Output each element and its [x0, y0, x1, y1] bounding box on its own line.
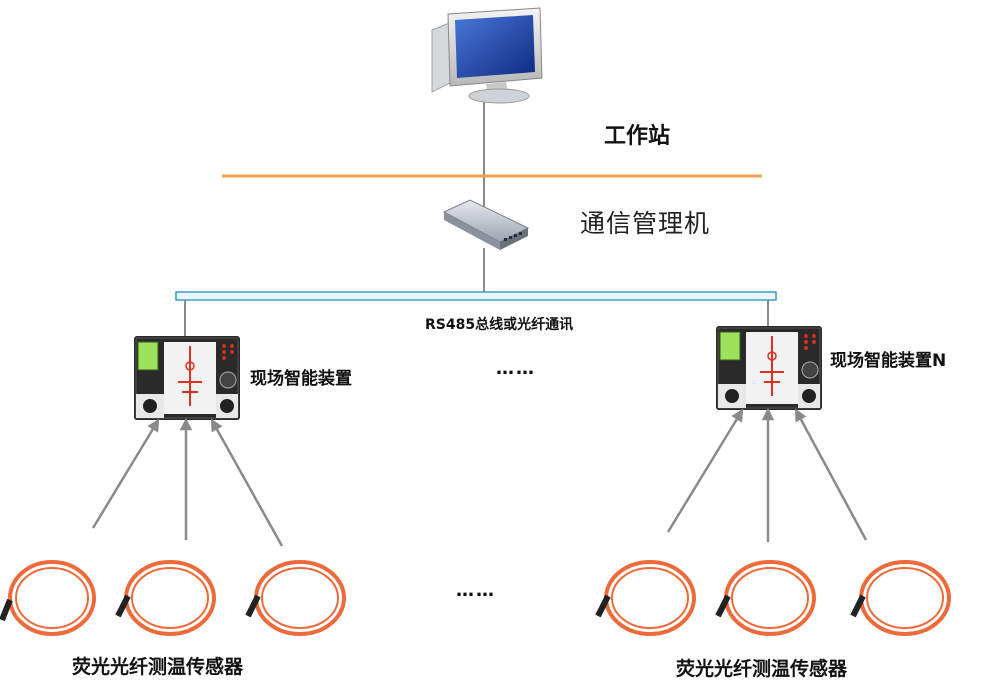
sensor-arrow	[795, 408, 868, 541]
fiber-optic-coil-icon	[850, 560, 951, 636]
fiber-optic-coil-icon	[715, 560, 816, 636]
fiber-optic-coil-icon	[0, 560, 96, 636]
workstation-label: 工作站	[604, 124, 671, 149]
sensors-left-label: 荧光光纤测温传感器	[72, 656, 244, 678]
sensor-arrow	[210, 418, 284, 547]
device-ellipsis: ……	[496, 358, 536, 379]
fiber-optic-coil-icon	[115, 560, 216, 636]
comm-manager-label: 通信管理机	[580, 209, 711, 238]
bus-label: RS485总线或光纤通讯	[425, 317, 574, 333]
communication-bus	[175, 291, 777, 301]
sensor-ellipsis: ……	[456, 580, 496, 601]
protection-relay-device-icon	[134, 336, 240, 420]
sensor-arrow	[666, 408, 744, 533]
desktop-computer-icon	[431, 7, 543, 104]
protection-relay-device-icon	[716, 326, 822, 410]
sensors-right-label: 荧光光纤测温传感器	[676, 658, 848, 680]
network-router-icon	[442, 199, 530, 250]
device-1-label: 现场智能装置	[250, 369, 352, 389]
fiber-optic-coil-icon	[245, 560, 346, 636]
device-n-label: 现场智能装置N	[830, 351, 947, 371]
sensor-arrow	[91, 418, 160, 529]
fiber-optic-coil-icon	[595, 560, 696, 636]
